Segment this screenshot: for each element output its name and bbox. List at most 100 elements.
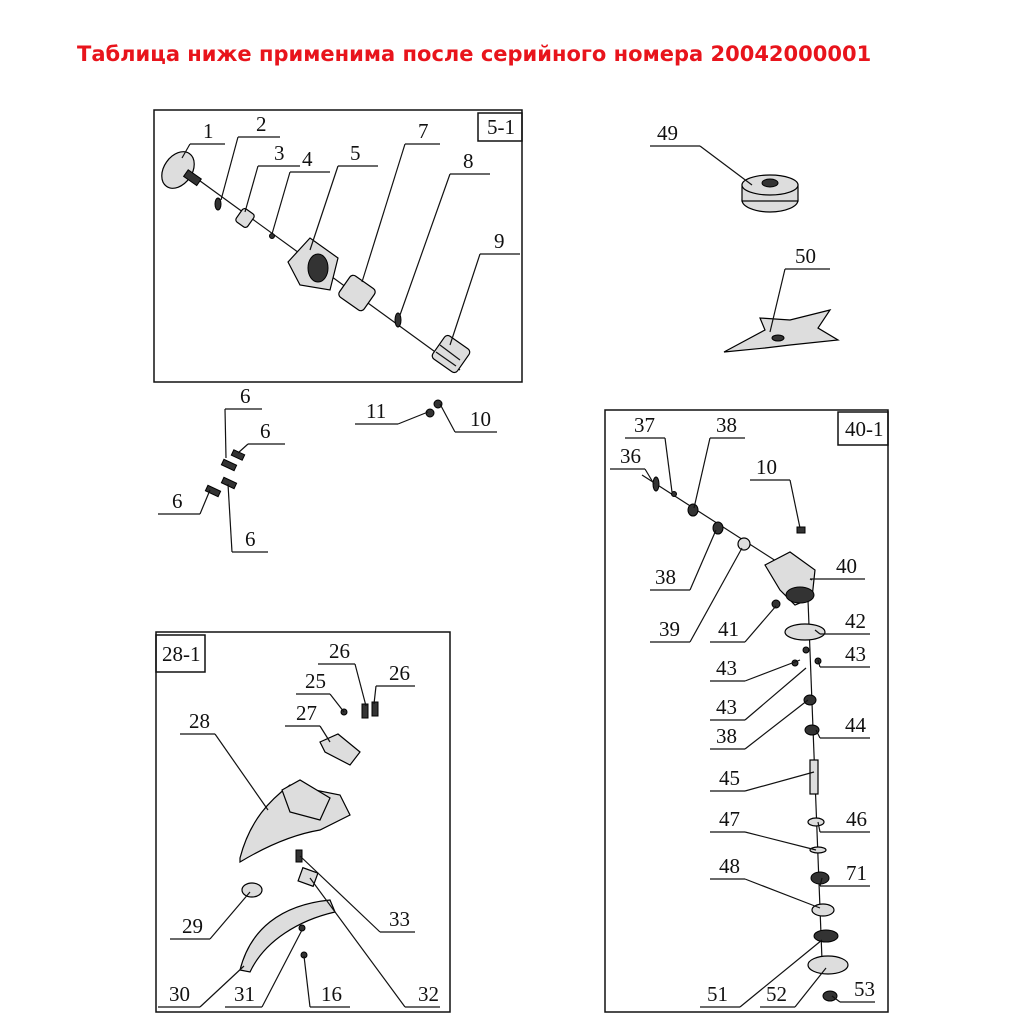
leader-line: [815, 729, 821, 739]
leader-line: [237, 443, 249, 454]
leader-line: [181, 143, 191, 159]
leader-line: [744, 667, 807, 721]
leader-line: [199, 489, 211, 515]
part-number-label: 25: [305, 669, 326, 693]
part-number-label: 43: [716, 656, 737, 680]
part-number-label: 49: [657, 121, 678, 145]
leader-line: [664, 437, 673, 493]
part-number-label: 46: [846, 807, 867, 831]
parts-40-1: [641, 474, 849, 1002]
group-label-5-1: 5-1: [487, 115, 515, 139]
part-number-label: 43: [845, 642, 866, 666]
leader-line: [303, 955, 311, 1008]
serial-number-note: Таблица ниже применима после серийного н…: [77, 42, 872, 66]
leader-line: [744, 831, 817, 851]
part-number-label: 40: [836, 554, 857, 578]
part-number-label: 26: [389, 661, 410, 685]
part-number-label: 4: [302, 147, 313, 171]
part-number-label: 30: [169, 982, 190, 1006]
leader-line: [439, 403, 456, 433]
part-number-label: 44: [845, 713, 867, 737]
part-number-label: 37: [634, 413, 655, 437]
part-number-label: 41: [718, 617, 739, 641]
leader-line: [329, 693, 345, 713]
part-number-label: 6: [245, 527, 256, 551]
leader-line: [819, 877, 823, 887]
part-number-label: 45: [719, 766, 740, 790]
group-label-box-28-1: [155, 634, 206, 673]
part-number-label: 52: [766, 982, 787, 1006]
leader-line: [399, 173, 451, 316]
leader-line: [739, 939, 823, 1008]
leader-line: [644, 468, 655, 485]
leader-line: [699, 145, 753, 186]
leader-line: [809, 578, 813, 581]
part-number-label: 39: [659, 617, 680, 641]
part-number-label: 29: [182, 914, 203, 938]
part-number-label: 11: [366, 399, 386, 423]
part-number-label: 42: [845, 609, 866, 633]
leader-line: [361, 143, 406, 283]
leader-line: [309, 165, 339, 251]
leader-line: [744, 699, 809, 750]
leader-line: [199, 965, 245, 1008]
leader-line: [261, 929, 303, 1008]
leader-lines: [158, 136, 875, 1008]
part-number-label: 16: [321, 982, 342, 1006]
part-number-label: 6: [240, 384, 251, 408]
part-number-label: 51: [707, 982, 728, 1006]
part-number-label: 10: [756, 455, 777, 479]
leader-line: [224, 408, 227, 459]
part-number-label: 2: [256, 112, 267, 136]
part-number-label: 27: [296, 701, 317, 725]
leader-line: [689, 547, 743, 643]
part-number-label: 71: [846, 861, 867, 885]
part-number-label: 38: [655, 565, 676, 589]
part-number-label: 1: [203, 119, 214, 143]
leader-line: [817, 821, 821, 833]
leader-line: [814, 629, 821, 635]
leader-line: [397, 411, 429, 425]
leader-line: [689, 529, 717, 591]
part-number-label: 7: [418, 119, 429, 143]
part-number-label: 6: [260, 419, 271, 443]
part-number-label: 9: [494, 229, 505, 253]
part-number-label: 8: [463, 149, 474, 173]
part-number-label: 26: [329, 639, 350, 663]
leader-line: [354, 663, 367, 707]
parts-misc: [204, 399, 443, 498]
group-label-40-1: 40-1: [845, 417, 884, 441]
part-number-label: 43: [716, 695, 737, 719]
leader-line: [319, 725, 331, 743]
part-number-label: 36: [620, 444, 641, 468]
part-number-label: 32: [418, 982, 439, 1006]
part-number-label: 3: [274, 141, 285, 165]
leader-line: [693, 437, 711, 509]
leader-line: [271, 171, 291, 235]
part-number-label: 48: [719, 854, 740, 878]
leader-line: [227, 483, 233, 553]
leader-line: [794, 967, 827, 1008]
parts-49-50: [723, 174, 840, 353]
part-number-label: 33: [389, 907, 410, 931]
leader-line: [209, 891, 251, 940]
part-number-label: 38: [716, 724, 737, 748]
leader-line: [220, 136, 239, 201]
part-number-label: 31: [234, 982, 255, 1006]
leader-line: [299, 855, 381, 933]
part-number-label: 38: [716, 413, 737, 437]
leader-line: [214, 733, 269, 811]
leader-line: [789, 479, 801, 529]
leader-line: [373, 685, 377, 705]
part-number-label: 53: [854, 977, 875, 1001]
part-number-label: 50: [795, 244, 816, 268]
group-box-5-1: [153, 109, 523, 383]
leader-line: [744, 771, 815, 792]
leader-line: [769, 268, 786, 333]
group-box-28-1: [155, 631, 451, 1013]
leader-line: [309, 877, 406, 1008]
part-number-label: 28: [189, 709, 210, 733]
leader-line: [744, 878, 821, 909]
part-number-label: 6: [172, 489, 183, 513]
